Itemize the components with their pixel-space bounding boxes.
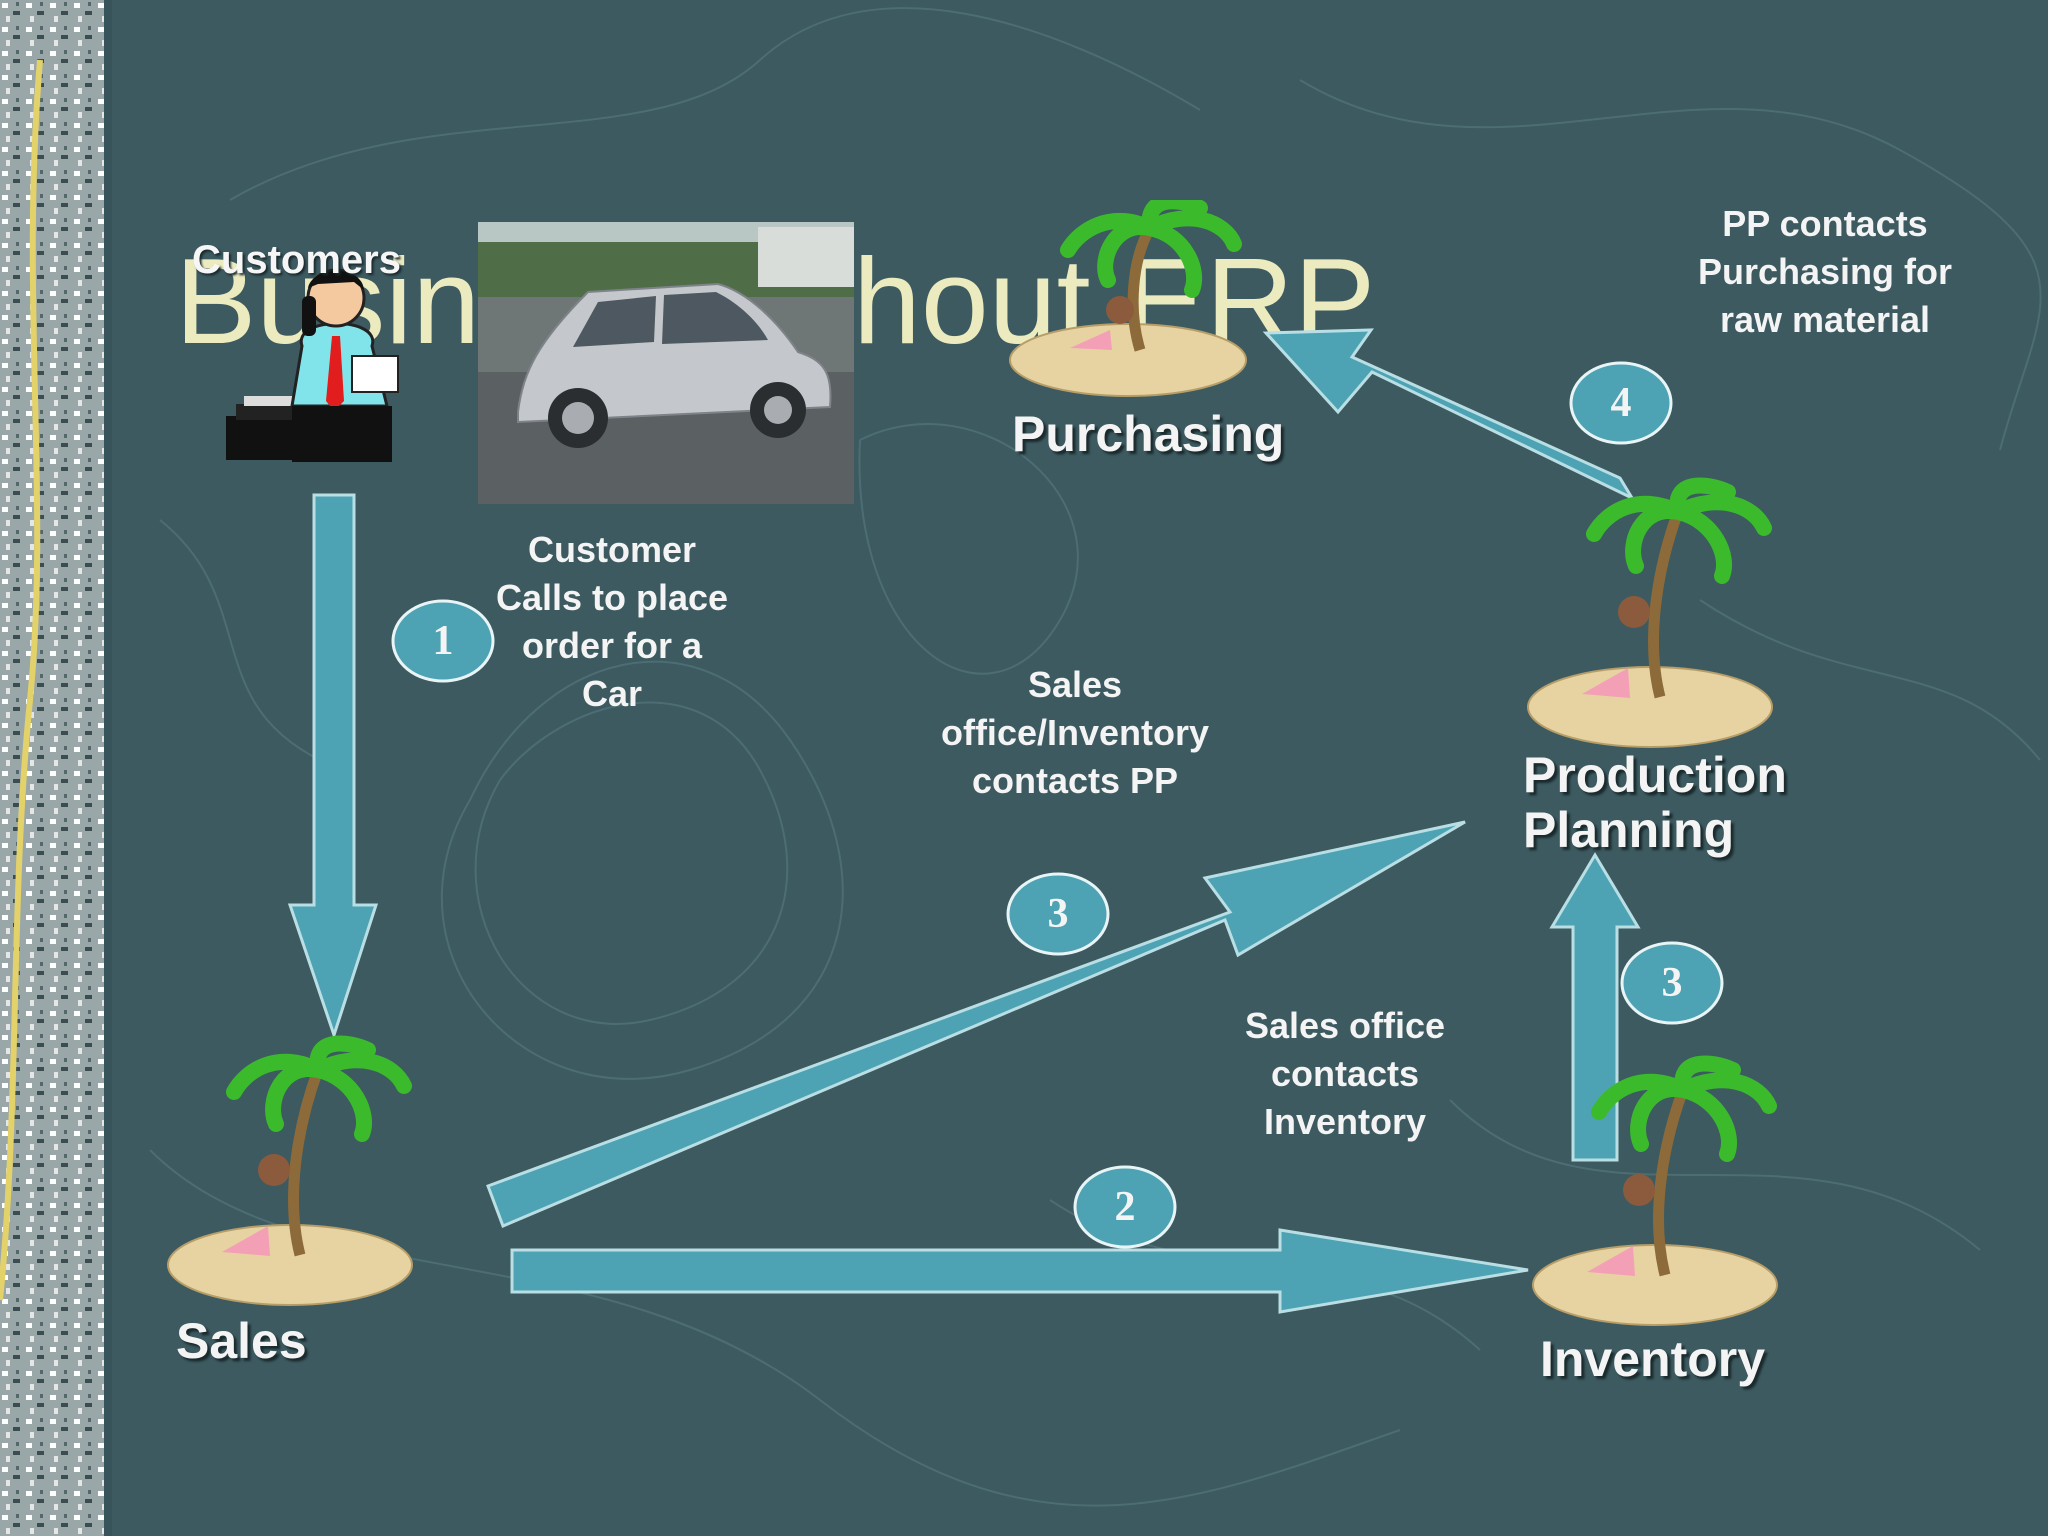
step-4-note: PP contacts Purchasing for raw material xyxy=(1660,200,1990,344)
step-1-note-line: Car xyxy=(581,673,643,714)
arrow-sales-to-inventory xyxy=(510,1228,1529,1314)
step-badge-3a xyxy=(1006,872,1110,956)
step-4-note-line: PP contacts xyxy=(1722,203,1928,244)
production-planning-island-icon xyxy=(1527,477,1773,748)
step-badge-2 xyxy=(1073,1165,1177,1249)
step-3-note: Sales office/Inventory contacts PP xyxy=(905,661,1245,805)
sales-label: Sales xyxy=(176,1313,307,1369)
arrow-production-to-purchasing xyxy=(1262,328,1636,502)
step-2-note: Sales office contacts Inventory xyxy=(1200,1002,1490,1146)
step-3-note-line: contacts PP xyxy=(971,760,1179,801)
production-planning-label: Production Planning xyxy=(1523,748,1787,858)
production-planning-label-line1: Production xyxy=(1523,747,1787,803)
step-4-note-line: raw material xyxy=(1719,299,1931,340)
inventory-label: Inventory xyxy=(1540,1331,1766,1387)
inventory-island-icon xyxy=(1532,1055,1778,1326)
step-4-note-line: Purchasing for xyxy=(1697,251,1953,292)
step-1-note-line: Customer xyxy=(527,529,697,570)
purchasing-label: Purchasing xyxy=(1012,406,1285,462)
sales-island-icon xyxy=(167,1035,413,1306)
step-number-3b: 3 xyxy=(1662,960,1683,1006)
step-1-note-line: Calls to place xyxy=(495,577,729,618)
step-2-note-line: Sales office xyxy=(1244,1005,1446,1046)
step-number-3a: 3 xyxy=(1048,891,1069,937)
businessman-phone-icon xyxy=(226,268,399,462)
arrow-sales-to-production xyxy=(486,820,1466,1228)
car-photo xyxy=(478,222,854,504)
purchasing-island-icon xyxy=(1009,200,1247,397)
step-2-note-line: Inventory xyxy=(1263,1101,1427,1142)
step-2-note-line: contacts xyxy=(1270,1053,1420,1094)
arrow-customers-to-sales xyxy=(287,493,379,1040)
step-number-4: 4 xyxy=(1611,380,1632,426)
step-1-note: Customer Calls to place order for a Car xyxy=(462,526,762,718)
production-planning-label-line2: Planning xyxy=(1523,802,1735,858)
step-1-note-line: order for a xyxy=(521,625,703,666)
step-3-note-line: Sales xyxy=(1027,664,1123,705)
step-badge-4 xyxy=(1569,361,1673,445)
step-number-1: 1 xyxy=(433,618,454,664)
customers-label: Customers xyxy=(192,238,401,282)
step-badge-1 xyxy=(391,599,495,683)
step-3-note-line: office/Inventory xyxy=(940,712,1210,753)
step-number-2: 2 xyxy=(1115,1184,1136,1230)
step-badge-3b xyxy=(1620,941,1724,1025)
